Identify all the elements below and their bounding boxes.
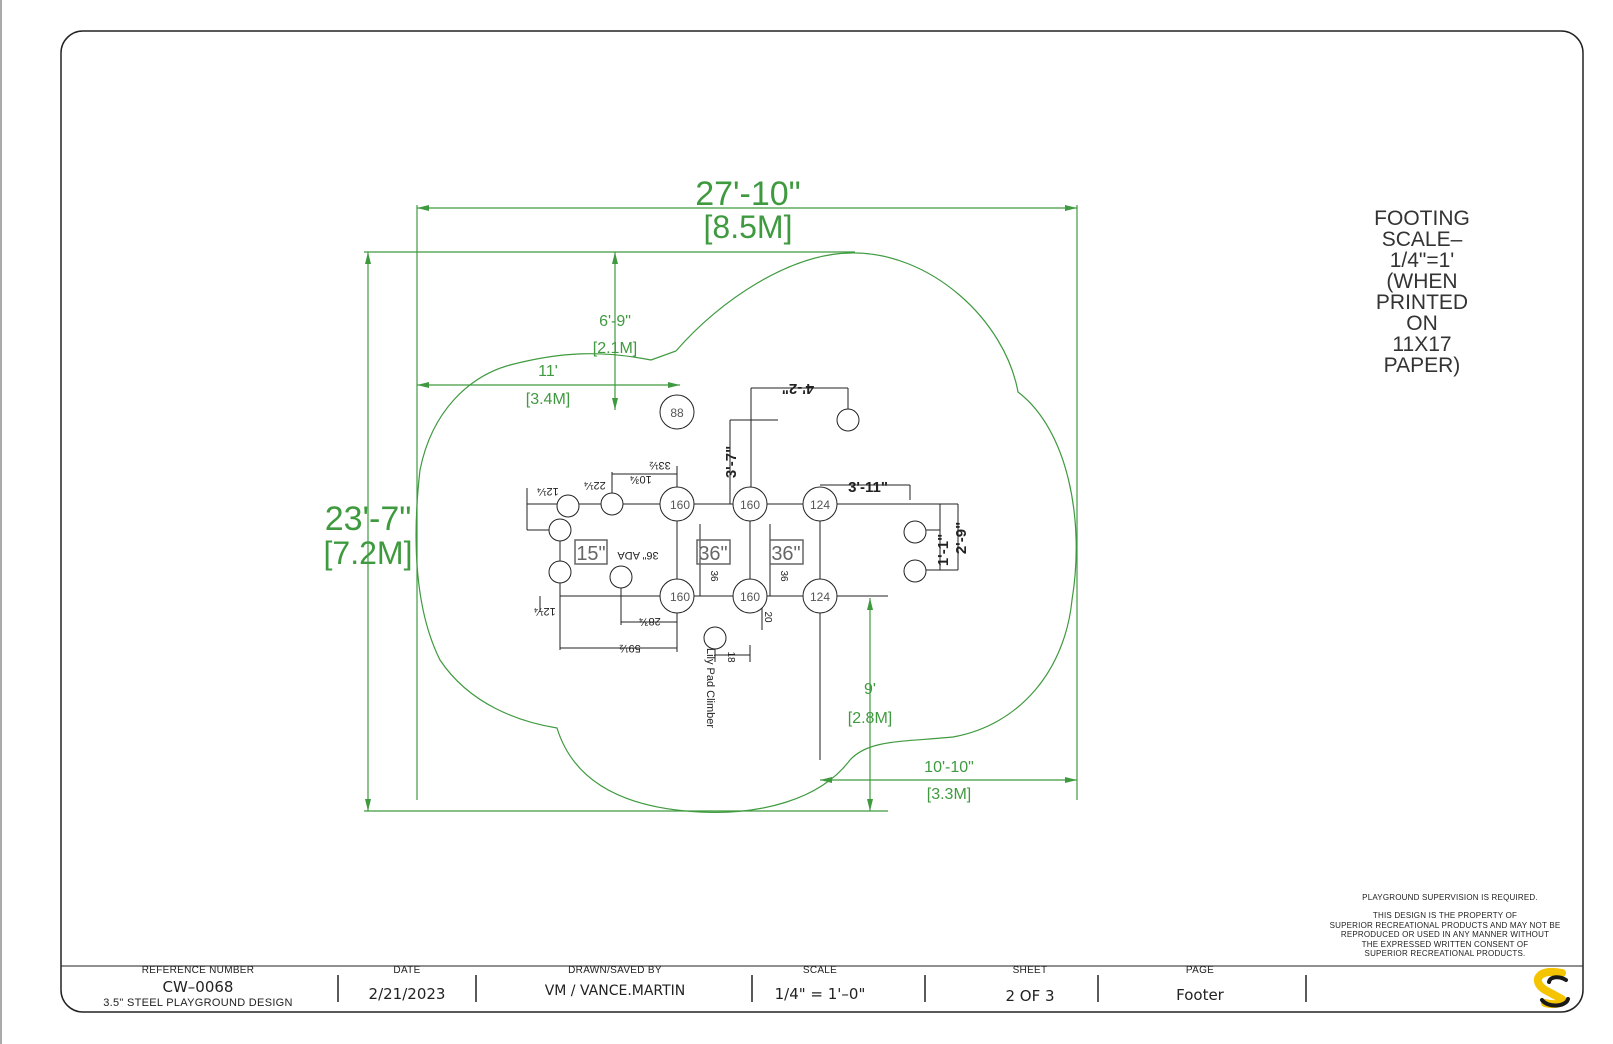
dimension-arrows: [365, 205, 1077, 811]
date-value: 2/21/2023: [368, 985, 446, 1003]
dim-22-quarter: 22¼: [583, 479, 605, 491]
footing-label-124-b: 124: [810, 590, 830, 604]
footing-scale-note: FOOTING SCALE– 1/4"=1' (WHEN PRINTED ON …: [1374, 207, 1470, 377]
reference-number: CW–0068: [162, 978, 234, 996]
sheet-value: 2 OF 3: [1005, 987, 1055, 1005]
left-offset-metric: [3.4M]: [526, 391, 570, 408]
ada-label: 36" ADA: [617, 549, 659, 561]
dim-2-9: 2'-9": [953, 522, 970, 554]
deck-height-boxes: [574, 539, 804, 565]
footing-label-160-b: 160: [740, 498, 760, 512]
overall-width-label: 27'-10": [695, 175, 801, 213]
footing-label-124-a: 124: [810, 498, 830, 512]
right-offset-metric: [2.8M]: [848, 710, 892, 727]
dim-36-a: 36: [708, 570, 719, 582]
use-zone-outline: [415, 252, 1077, 813]
dim-1-1: 1'-1": [935, 534, 952, 566]
scale-value: 1/4" = 1'–0": [774, 985, 866, 1003]
dim-4-2: 4'-2": [782, 380, 814, 397]
footing-label-88: 88: [670, 406, 684, 420]
superior-logo-icon: [1533, 967, 1570, 1009]
dim-36-b: 36: [778, 570, 789, 582]
dim-59-half: 59½: [619, 642, 640, 654]
dim-20: 20: [762, 611, 773, 623]
dim-33-half: 33½: [649, 459, 670, 471]
deck-height-15: 15": [576, 543, 605, 565]
right-offset-label: 9': [864, 681, 876, 698]
supervision-note: PLAYGROUND SUPERVISION IS REQUIRED.: [1362, 893, 1538, 902]
bottom-offset-metric: [3.3M]: [927, 786, 971, 803]
deck-height-36-a: 36": [698, 543, 727, 565]
bottom-offset-label: 10'-10": [924, 759, 974, 776]
deck-height-36-b: 36": [771, 543, 800, 565]
footing-label-160-a: 160: [670, 498, 690, 512]
overall-depth-label: 23'-7": [325, 500, 412, 538]
drawn-by-value: VM / VANCE.MARTIN: [544, 983, 686, 999]
lily-pad-climber-label: Lily Pad Climber: [704, 648, 716, 728]
dim-28-3quarter: 28¾: [638, 615, 660, 627]
drawn-by-header: DRAWN/SAVED BY: [568, 965, 662, 976]
footing-label-160-d: 160: [740, 590, 760, 604]
date-header: DATE: [393, 965, 421, 976]
structure-lines: [526, 387, 959, 760]
design-name: 3.5" STEEL PLAYGROUND DESIGN: [103, 997, 293, 1009]
scale-header: SCALE: [802, 965, 838, 976]
reference-number-header: REFERENCE NUMBER: [141, 965, 255, 976]
top-offset-metric: [2.1M]: [593, 340, 637, 357]
dim-18: 18: [725, 651, 736, 663]
dim-12-quarter-top: 12¼: [536, 485, 558, 497]
overall-width-metric: [8.5M]: [704, 209, 793, 245]
page-value: Footer: [1176, 986, 1224, 1004]
footing-label-160-c: 160: [670, 590, 690, 604]
dim-12-quarter-bottom: 12¼: [533, 605, 555, 617]
title-block-dividers: [337, 975, 1307, 1002]
top-offset-label: 6'-9": [599, 313, 631, 330]
dim-10-3quarter: 10¾: [629, 473, 651, 485]
page-header: PAGE: [1185, 965, 1215, 976]
sheet-header: SHEET: [1012, 965, 1048, 976]
dimension-lines: [364, 205, 1078, 812]
footing-circles: [548, 394, 927, 650]
overall-depth-metric: [7.2M]: [324, 535, 413, 571]
sheet-border: [60, 30, 1584, 1013]
left-offset-label: 11': [538, 363, 558, 380]
dim-3-7: 3'-7": [723, 446, 740, 478]
dim-3-11: 3'-11": [848, 479, 888, 496]
property-note: THIS DESIGN IS THE PROPERTY OF SUPERIOR …: [1329, 911, 1561, 958]
